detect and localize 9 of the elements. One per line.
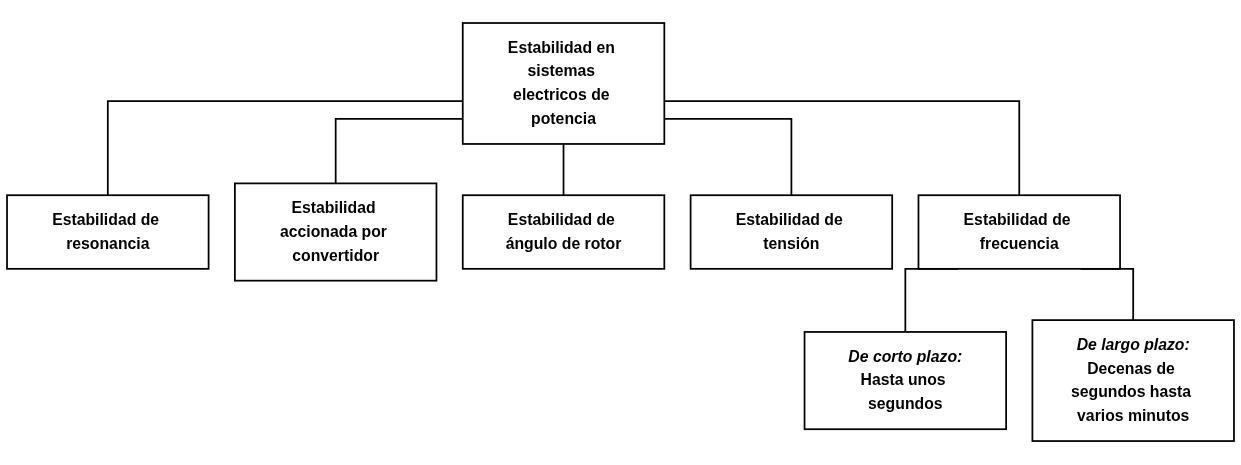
- node-box: Estabilidad de ángulo de rotor: [461, 194, 666, 271]
- node-box: Estabilidad de resonancia: [6, 194, 210, 271]
- node-box: Estabilidad de tensión: [689, 194, 894, 271]
- node-box: Estabilidad accionada por convertidor: [234, 183, 438, 282]
- node-box: De largo plazo: Decenas de segundos hasta varios minutos: [1031, 319, 1235, 443]
- node-box: Estabilidad en sistemas electricos de potencia: [461, 22, 666, 146]
- node-box: De corto plazo: Hasta unos segundos: [803, 331, 1007, 431]
- node-box: Estabilidad de frecuencia: [917, 194, 1121, 271]
- connector: [562, 143, 565, 197]
